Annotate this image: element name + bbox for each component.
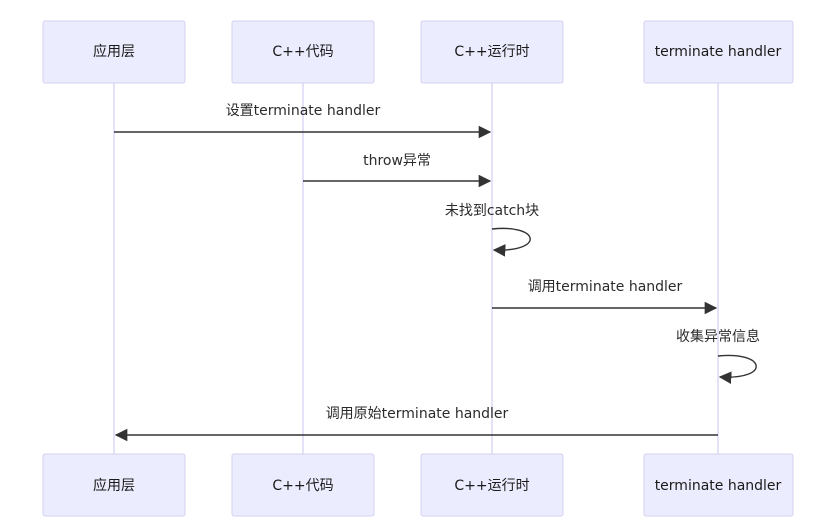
participant-top-runtime: C++运行时 xyxy=(420,20,564,84)
participant-label: C++运行时 xyxy=(454,478,529,494)
participant-label: terminate handler xyxy=(655,44,782,60)
self-loop-arrow-collect-info xyxy=(717,354,757,384)
participant-label: C++代码 xyxy=(272,478,333,494)
message-label-collect-info: 收集异常信息 xyxy=(676,328,760,345)
participant-bottom-terminate-handler: terminate handler xyxy=(643,453,794,517)
message-label-set-handler: 设置terminate handler xyxy=(226,103,381,119)
participant-label: 应用层 xyxy=(93,477,135,494)
participant-bottom-app: 应用层 xyxy=(42,453,186,517)
participant-label: terminate handler xyxy=(655,478,782,494)
participant-bottom-cpp-code: C++代码 xyxy=(231,453,375,517)
message-label-no-catch: 未找到catch块 xyxy=(445,203,539,219)
message-label-throw: throw异常 xyxy=(363,153,431,169)
participant-label: 应用层 xyxy=(93,43,135,60)
participant-label: C++运行时 xyxy=(454,44,529,60)
self-loop-arrow-no-catch xyxy=(491,227,531,257)
participant-bottom-runtime: C++运行时 xyxy=(420,453,564,517)
participant-top-app: 应用层 xyxy=(42,20,186,84)
participant-top-terminate-handler: terminate handler xyxy=(643,20,794,84)
message-label-call-original: 调用原始terminate handler xyxy=(326,406,509,422)
participant-label: C++代码 xyxy=(272,44,333,60)
participant-top-cpp-code: C++代码 xyxy=(231,20,375,84)
message-label-call-handler: 调用terminate handler xyxy=(528,279,683,295)
